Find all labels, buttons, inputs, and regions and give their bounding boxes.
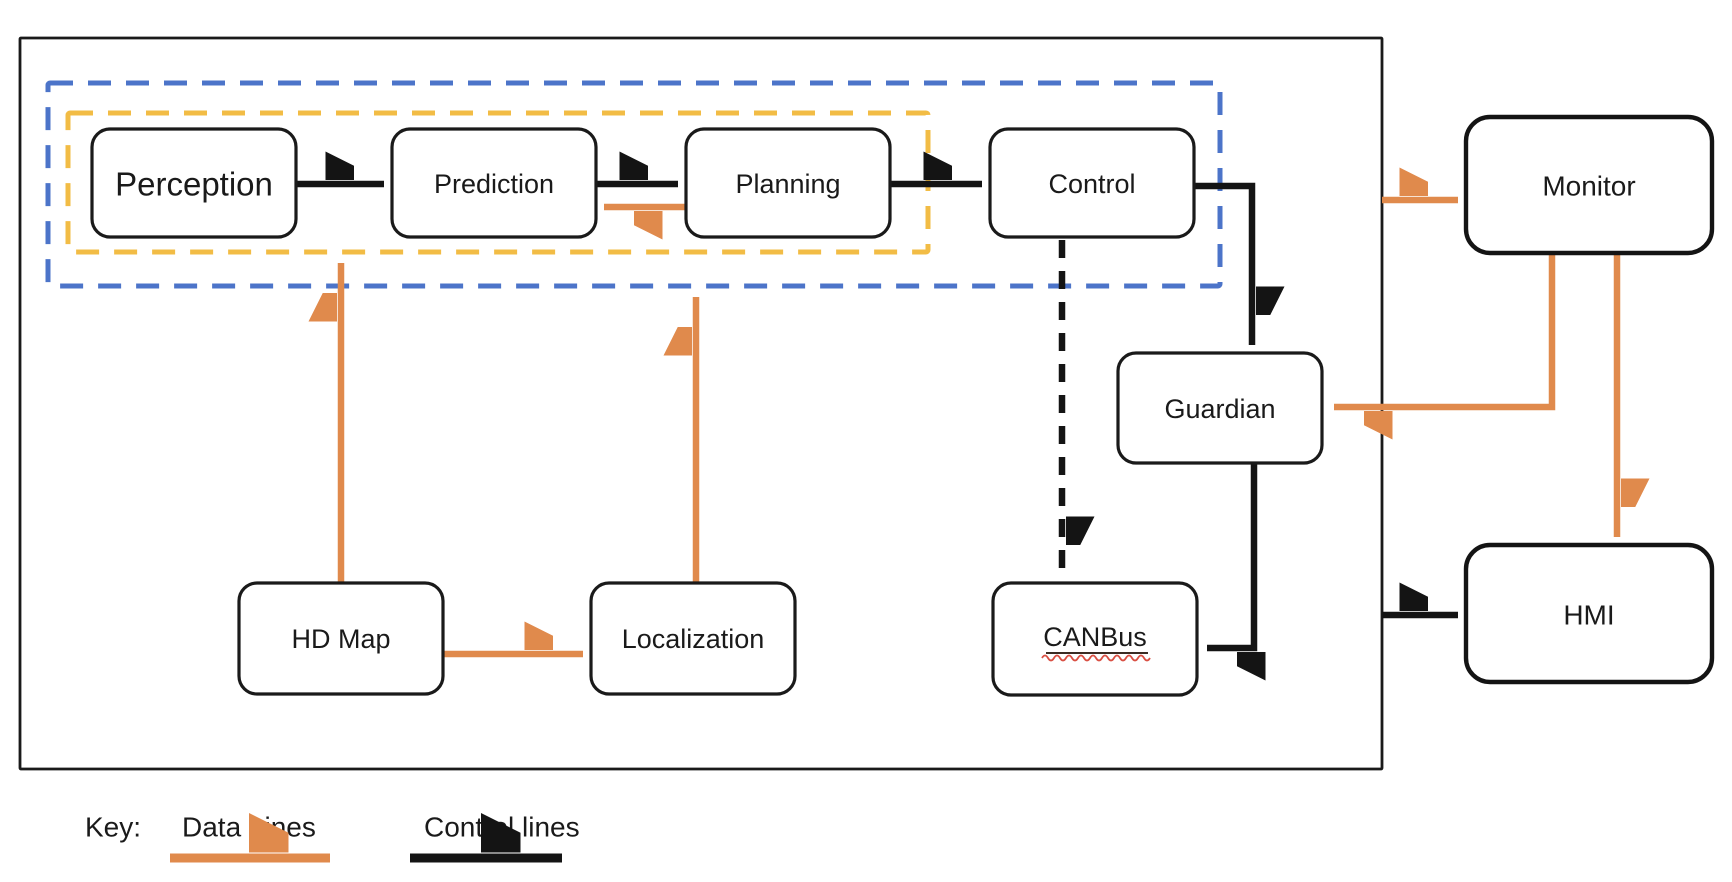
system-boundary-box: [18, 36, 1384, 771]
localization-box: [589, 581, 797, 696]
node-prediction: Prediction: [390, 127, 598, 239]
hd-map-box: [237, 581, 445, 696]
hd-map-label: HD Map: [291, 624, 390, 654]
guardian-box: [1116, 351, 1324, 465]
canbus-label: CANBus: [1043, 622, 1147, 652]
prediction-box: [390, 127, 598, 239]
legend-key-label: Key:: [85, 812, 141, 843]
canbus-spellcheck-squiggle: [1041, 654, 1151, 662]
monitor-box: [1463, 114, 1715, 256]
node-perception: Perception: [90, 127, 298, 239]
perception-box: [90, 127, 298, 239]
node-canbus: CANBus: [991, 581, 1199, 697]
node-control: Control: [988, 127, 1196, 239]
edge-monitor-to-guardian: [1334, 253, 1556, 407]
control-label: Control: [1048, 169, 1135, 199]
node-monitor: Monitor: [1463, 114, 1715, 256]
localization-label: Localization: [622, 624, 765, 654]
hmi-label: HMI: [1563, 600, 1614, 631]
legend: Key: Data Lines Control lines: [85, 812, 580, 863]
prediction-label: Prediction: [434, 169, 554, 199]
planning-label: Planning: [735, 169, 840, 199]
edge-guardian-to-canbus: [1207, 463, 1254, 648]
hmi-box: [1463, 542, 1715, 685]
node-localization: Localization: [589, 581, 797, 696]
node-guardian: Guardian: [1116, 351, 1324, 465]
node-planning: Planning: [684, 127, 892, 239]
monitor-label: Monitor: [1542, 171, 1635, 202]
node-hmi: HMI: [1463, 542, 1715, 685]
legend-control-lines-label: Control lines: [424, 812, 580, 843]
control-box: [988, 127, 1196, 239]
edge-control-to-guardian: [1194, 182, 1252, 345]
perception-label: Perception: [115, 166, 273, 203]
guardian-label: Guardian: [1164, 394, 1275, 424]
planning-box: [684, 127, 892, 239]
legend-data-lines-label: Data Lines: [182, 812, 316, 843]
node-hd-map: HD Map: [237, 581, 445, 696]
canbus-box: [991, 581, 1199, 697]
